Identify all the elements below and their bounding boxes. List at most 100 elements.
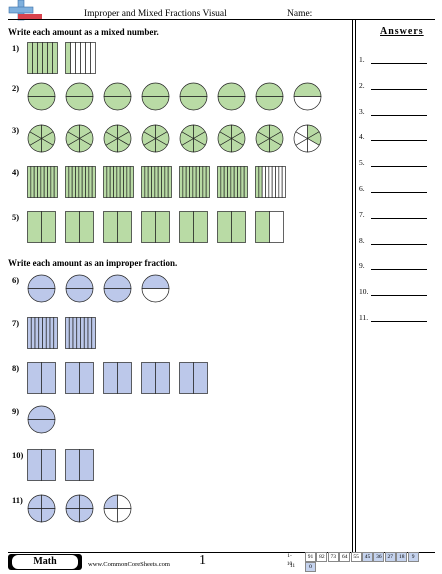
section1-instruction: Write each amount as a mixed number. bbox=[8, 27, 159, 37]
answer-line[interactable] bbox=[371, 321, 427, 322]
shaded-part bbox=[155, 211, 170, 243]
fraction-bar bbox=[141, 211, 170, 243]
score-cell: 0 bbox=[305, 562, 316, 572]
shaded-part bbox=[119, 166, 124, 198]
empty-part bbox=[295, 124, 308, 140]
shaded-part bbox=[27, 494, 42, 509]
empty-part bbox=[90, 42, 96, 74]
shaded-part bbox=[79, 508, 94, 523]
shaded-part bbox=[65, 362, 80, 394]
score-cell: 45 bbox=[362, 552, 373, 562]
fraction-bar bbox=[27, 42, 58, 74]
shaded-part bbox=[181, 124, 194, 140]
answer-number: 5. bbox=[359, 158, 365, 168]
score-cell: 9 bbox=[407, 552, 419, 562]
shaded-part bbox=[27, 274, 56, 289]
shaded-part bbox=[141, 82, 170, 97]
shaded-part bbox=[53, 166, 58, 198]
answer-number: 9. bbox=[359, 261, 365, 271]
fraction-circle bbox=[65, 124, 94, 153]
shaded-part bbox=[143, 124, 156, 140]
fraction-circle bbox=[27, 124, 56, 153]
shaded-part bbox=[37, 42, 43, 74]
score-cell: 36 bbox=[373, 552, 385, 562]
answer-line[interactable] bbox=[371, 269, 427, 271]
answer-line[interactable] bbox=[371, 243, 427, 245]
shaded-part bbox=[129, 166, 134, 198]
answer-line[interactable] bbox=[371, 88, 427, 90]
shaded-part bbox=[217, 166, 222, 198]
page-number: 1 bbox=[199, 553, 206, 568]
shaded-part bbox=[27, 166, 32, 198]
empty-part bbox=[85, 42, 91, 74]
score-cell: 73 bbox=[327, 552, 339, 562]
shaded-part bbox=[65, 317, 70, 349]
answer-line[interactable] bbox=[371, 63, 427, 64]
shaded-part bbox=[65, 449, 80, 481]
shaded-part bbox=[257, 124, 270, 140]
shaded-part bbox=[123, 166, 128, 198]
answer-number: 11. bbox=[359, 313, 369, 322]
problems-area: Write each amount as a mixed number. Wri… bbox=[8, 27, 322, 523]
shaded-part bbox=[27, 317, 32, 349]
shaded-part bbox=[91, 317, 96, 349]
shaded-part bbox=[103, 211, 118, 243]
shaded-part bbox=[205, 166, 210, 198]
fraction-bar bbox=[103, 166, 134, 198]
shaded-part bbox=[258, 166, 263, 198]
shaded-part bbox=[65, 166, 70, 198]
shaded-part bbox=[231, 211, 246, 243]
shaded-part bbox=[47, 42, 53, 74]
answer-line[interactable] bbox=[371, 217, 427, 219]
shaded-part bbox=[237, 166, 242, 198]
question-number: 8) bbox=[12, 363, 20, 373]
empty-part bbox=[271, 166, 276, 198]
shaded-part bbox=[109, 166, 114, 198]
column-divider bbox=[352, 20, 353, 552]
shaded-part bbox=[67, 124, 80, 140]
shaded-part bbox=[255, 82, 284, 97]
answer-line[interactable] bbox=[371, 166, 427, 168]
fraction-bar bbox=[27, 211, 56, 243]
fraction-circle bbox=[141, 274, 170, 303]
answer-line[interactable] bbox=[371, 295, 427, 297]
shaded-part bbox=[193, 362, 208, 394]
answer-line[interactable] bbox=[371, 192, 427, 193]
shaded-part bbox=[192, 166, 197, 198]
shaded-part bbox=[240, 166, 245, 198]
answers-heading: Answers bbox=[380, 26, 424, 37]
shaded-part bbox=[255, 96, 284, 111]
shaded-part bbox=[103, 362, 118, 394]
shaded-part bbox=[71, 166, 76, 198]
shaded-part bbox=[103, 274, 132, 289]
shaded-part bbox=[79, 362, 94, 394]
worksheet-title: Improper and Mixed Fractions Visual bbox=[84, 9, 227, 19]
shaded-part bbox=[141, 362, 156, 394]
shaded-part bbox=[179, 96, 208, 111]
shaded-part bbox=[53, 317, 58, 349]
shaded-part bbox=[79, 211, 94, 243]
fraction-bar bbox=[65, 362, 94, 394]
shaded-part bbox=[202, 166, 207, 198]
shaded-part bbox=[88, 166, 93, 198]
shaded-part bbox=[141, 274, 170, 289]
shaded-part bbox=[157, 166, 162, 198]
fraction-bar bbox=[27, 362, 56, 394]
fraction-bar bbox=[27, 317, 58, 349]
shaded-part bbox=[227, 166, 232, 198]
shaded-part bbox=[27, 508, 42, 523]
shaded-part bbox=[223, 166, 228, 198]
shaded-part bbox=[243, 166, 248, 198]
fraction-circle bbox=[103, 274, 132, 303]
answer-line[interactable] bbox=[371, 114, 427, 116]
shaded-part bbox=[182, 166, 187, 198]
empty-part bbox=[281, 166, 286, 198]
answer-line[interactable] bbox=[371, 140, 427, 142]
shaded-part bbox=[141, 96, 170, 111]
shaded-part bbox=[27, 211, 42, 243]
shaded-part bbox=[103, 82, 132, 97]
shaded-part bbox=[49, 317, 55, 349]
question-number: 9) bbox=[12, 406, 20, 416]
shaded-part bbox=[80, 317, 85, 349]
fraction-bar bbox=[103, 362, 132, 394]
